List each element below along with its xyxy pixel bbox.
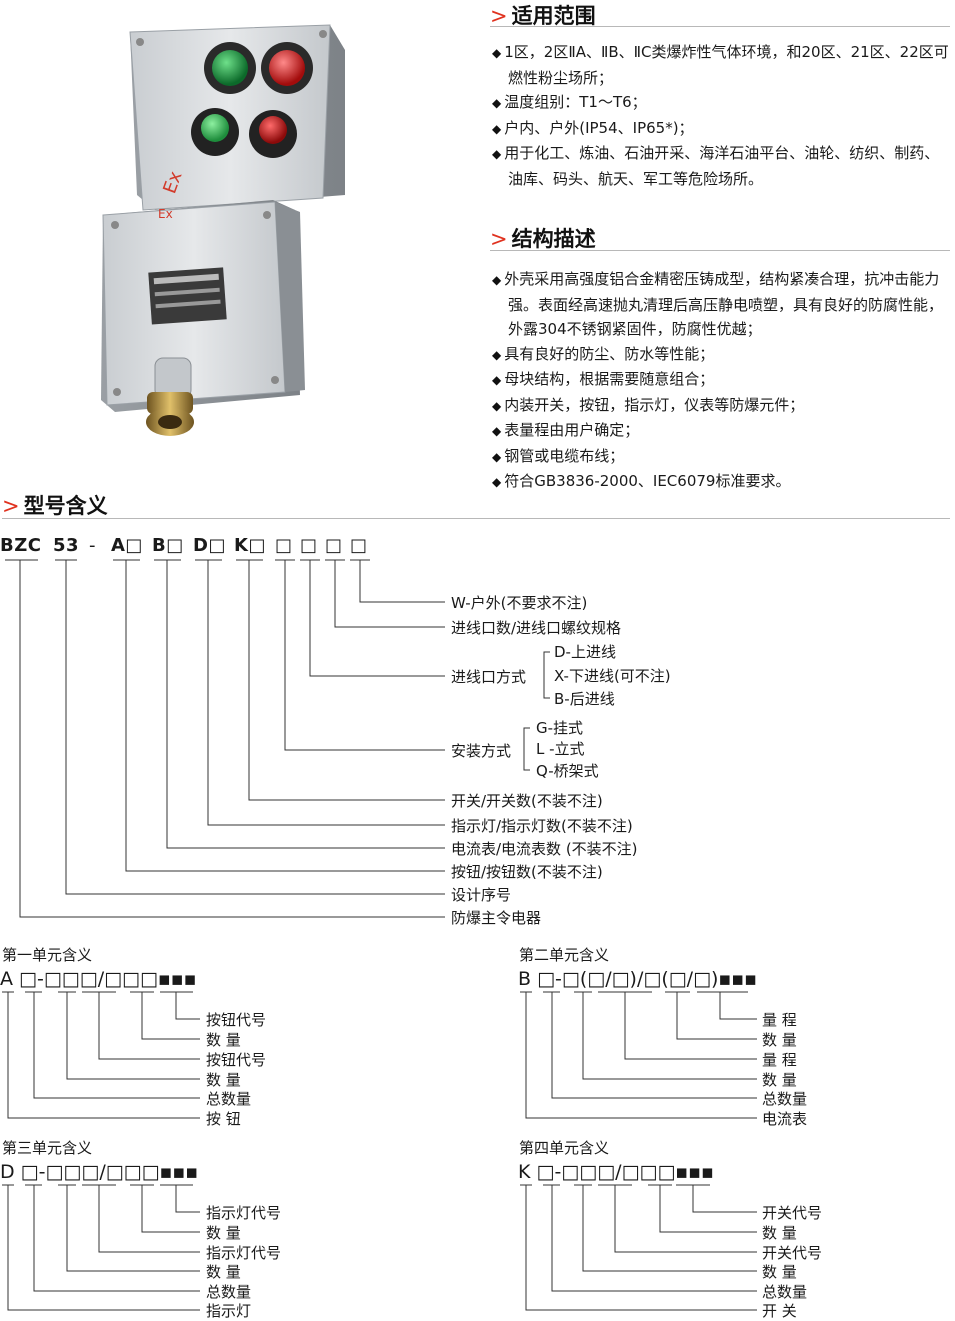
label-entry-spec: 进线口数/进线口螺纹规格 bbox=[451, 619, 622, 637]
label-entry-back: B-后进线 bbox=[554, 690, 615, 708]
list-item: 户内、户外(IP54、IP65*)； bbox=[492, 116, 954, 142]
unit1-label: 总数量 bbox=[206, 1090, 252, 1108]
label-product-name: 防爆主令电器 bbox=[451, 909, 542, 927]
unit2-label: 数 量 bbox=[762, 1031, 797, 1049]
label-install-stand: L -立式 bbox=[536, 740, 585, 758]
unit4-code: K □-□□□/□□□▪▪▪ bbox=[518, 1161, 715, 1183]
unit4-label: 开关代号 bbox=[762, 1204, 823, 1222]
ex-mark-small: Ex bbox=[158, 207, 173, 221]
label-outdoor: W-户外(不要求不注) bbox=[451, 594, 588, 612]
code-slot-outdoor: □ bbox=[350, 535, 368, 556]
label-install-method: 安装方式 bbox=[451, 742, 512, 760]
unit1-label: 按钮代号 bbox=[206, 1011, 267, 1029]
chevron-right-icon: > bbox=[490, 4, 508, 28]
label-indicator: 指示灯/指示灯数(不装不注) bbox=[451, 817, 633, 835]
list-item: 表量程由用户确定； bbox=[492, 418, 954, 444]
unit4-label: 总数量 bbox=[762, 1283, 808, 1301]
unit2-title: 第二单元含义 bbox=[519, 946, 610, 964]
code-b: B□ bbox=[152, 535, 184, 556]
unit2-label: 电流表 bbox=[762, 1110, 808, 1128]
label-ammeter: 电流表/电流表数 (不装不注) bbox=[451, 840, 638, 858]
unit3-title: 第三单元含义 bbox=[2, 1139, 93, 1157]
divider bbox=[490, 26, 950, 27]
list-item: 具有良好的防尘、防水等性能； bbox=[492, 342, 954, 368]
unit3-label: 指示灯代号 bbox=[206, 1244, 282, 1262]
chevron-right-icon: > bbox=[2, 494, 20, 518]
code-a: A□ bbox=[111, 535, 143, 556]
unit1-title: 第一单元含义 bbox=[2, 946, 93, 964]
label-entry-method: 进线口方式 bbox=[451, 668, 527, 686]
unit2-code: B □-□(□/□)/□(□/□)▪▪▪ bbox=[518, 968, 758, 990]
label-install-hang: G-挂式 bbox=[536, 719, 584, 737]
code-slot-spec: □ bbox=[325, 535, 343, 556]
list-item: 钢管或电缆布线； bbox=[492, 444, 954, 470]
unit4-label: 数 量 bbox=[762, 1224, 797, 1242]
section-title-scope: >适用范围 bbox=[490, 4, 596, 28]
list-item: 1区，2区ⅡA、ⅡB、ⅡC类爆炸性气体环境，和20区、21区、22区可燃性粉尘场… bbox=[492, 40, 954, 90]
unit1-code: A □-□□□/□□□▪▪▪ bbox=[0, 968, 197, 990]
unit4-title: 第四单元含义 bbox=[519, 1139, 610, 1157]
product-illustration bbox=[101, 24, 345, 436]
code-bzc: BZC bbox=[0, 535, 42, 556]
code-53: 53 bbox=[53, 535, 80, 556]
section-title-structure: >结构描述 bbox=[490, 227, 596, 251]
unit2-label: 数 量 bbox=[762, 1071, 797, 1089]
unit1-label: 按 钮 bbox=[206, 1110, 241, 1128]
divider bbox=[2, 518, 950, 519]
divider bbox=[490, 250, 950, 251]
unit4-label: 开 关 bbox=[762, 1302, 797, 1320]
unit3-label: 总数量 bbox=[206, 1283, 252, 1301]
unit3-label: 指示灯 bbox=[206, 1302, 252, 1320]
section-title-model: >型号含义 bbox=[2, 494, 108, 518]
code-dash: - bbox=[89, 535, 96, 556]
unit3-code: D □-□□□/□□□▪▪▪ bbox=[0, 1161, 199, 1183]
unit3-label: 数 量 bbox=[206, 1224, 241, 1242]
list-item: 用于化工、炼油、石油开采、海洋石油平台、油轮、纺织、制药、油库、码头、航天、军工… bbox=[492, 141, 954, 191]
code-slot-entry: □ bbox=[300, 535, 318, 556]
label-button: 按钮/按钮数(不装不注) bbox=[451, 863, 603, 881]
unit2-label: 量 程 bbox=[762, 1051, 797, 1069]
list-item: 温度组别：T1～T6； bbox=[492, 90, 954, 116]
scope-list: 1区，2区ⅡA、ⅡB、ⅡC类爆炸性气体环境，和20区、21区、22区可燃性粉尘场… bbox=[492, 40, 954, 191]
code-d: D□ bbox=[193, 535, 226, 556]
unit4-label: 数 量 bbox=[762, 1263, 797, 1281]
list-item: 外壳采用高强度铝合金精密压铸成型，结构紧凑合理，抗冲击能力强。表面经高速抛丸清理… bbox=[492, 267, 954, 342]
label-design-no: 设计序号 bbox=[451, 886, 512, 904]
list-item: 内装开关，按钮，指示灯，仪表等防爆元件； bbox=[492, 393, 954, 419]
chevron-right-icon: > bbox=[490, 227, 508, 251]
unit1-label: 数 量 bbox=[206, 1031, 241, 1049]
unit3-label: 数 量 bbox=[206, 1263, 241, 1281]
unit3-label: 指示灯代号 bbox=[206, 1204, 282, 1222]
list-item: 符合GB3836-2000、IEC6079标准要求。 bbox=[492, 469, 954, 495]
label-install-tray: Q-桥架式 bbox=[536, 762, 599, 780]
unit2-label: 量 程 bbox=[762, 1011, 797, 1029]
unit1-label: 按钮代号 bbox=[206, 1051, 267, 1069]
list-item: 母块结构，根据需要随意组合； bbox=[492, 367, 954, 393]
unit2-label: 总数量 bbox=[762, 1090, 808, 1108]
label-entry-top: D-上进线 bbox=[554, 643, 616, 661]
unit1-label: 数 量 bbox=[206, 1071, 241, 1089]
code-k: K□ bbox=[234, 535, 266, 556]
label-entry-bottom: X-下进线(可不注) bbox=[554, 667, 671, 685]
unit4-label: 开关代号 bbox=[762, 1244, 823, 1262]
label-switch: 开关/开关数(不装不注) bbox=[451, 792, 603, 810]
structure-list: 外壳采用高强度铝合金精密压铸成型，结构紧凑合理，抗冲击能力强。表面经高速抛丸清理… bbox=[492, 267, 954, 495]
code-slot-install: □ bbox=[275, 535, 293, 556]
